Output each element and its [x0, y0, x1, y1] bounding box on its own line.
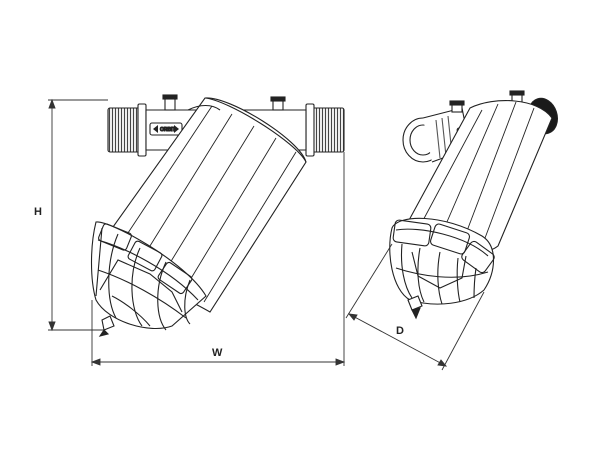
height-label: H: [34, 206, 42, 218]
flow-plate: ORBIT: [149, 122, 183, 136]
filter-cage: [91, 221, 207, 331]
w-arrow-right: [335, 358, 346, 366]
dimension-lines: [48, 98, 485, 371]
flow-plate-logo: ORBIT: [160, 127, 176, 133]
top-valve-left: [162, 94, 178, 111]
h-arrow-bottom: [48, 321, 56, 332]
filter-front-view: ORBIT: [91, 94, 345, 337]
d-extension-bottom: [441, 291, 485, 371]
h-arrow-top: [48, 98, 56, 109]
drain-valve-front: [98, 315, 115, 337]
side-housing: [407, 100, 553, 253]
inlet-thread: [107, 103, 147, 157]
width-label: W: [212, 347, 223, 359]
filter-side-view: [389, 90, 558, 320]
d-extension-top: [345, 243, 393, 319]
depth-label: D: [396, 325, 404, 337]
drain-valve-side: [407, 295, 423, 320]
side-cage: [389, 217, 495, 305]
d-arrow-bottom: [437, 359, 448, 367]
outlet-thread: [305, 103, 345, 157]
d-dimension-line: [348, 313, 447, 367]
top-valve-right: [270, 96, 286, 111]
w-arrow-left: [90, 358, 101, 366]
d-arrow-top: [347, 313, 358, 321]
side-valve: [449, 100, 465, 113]
